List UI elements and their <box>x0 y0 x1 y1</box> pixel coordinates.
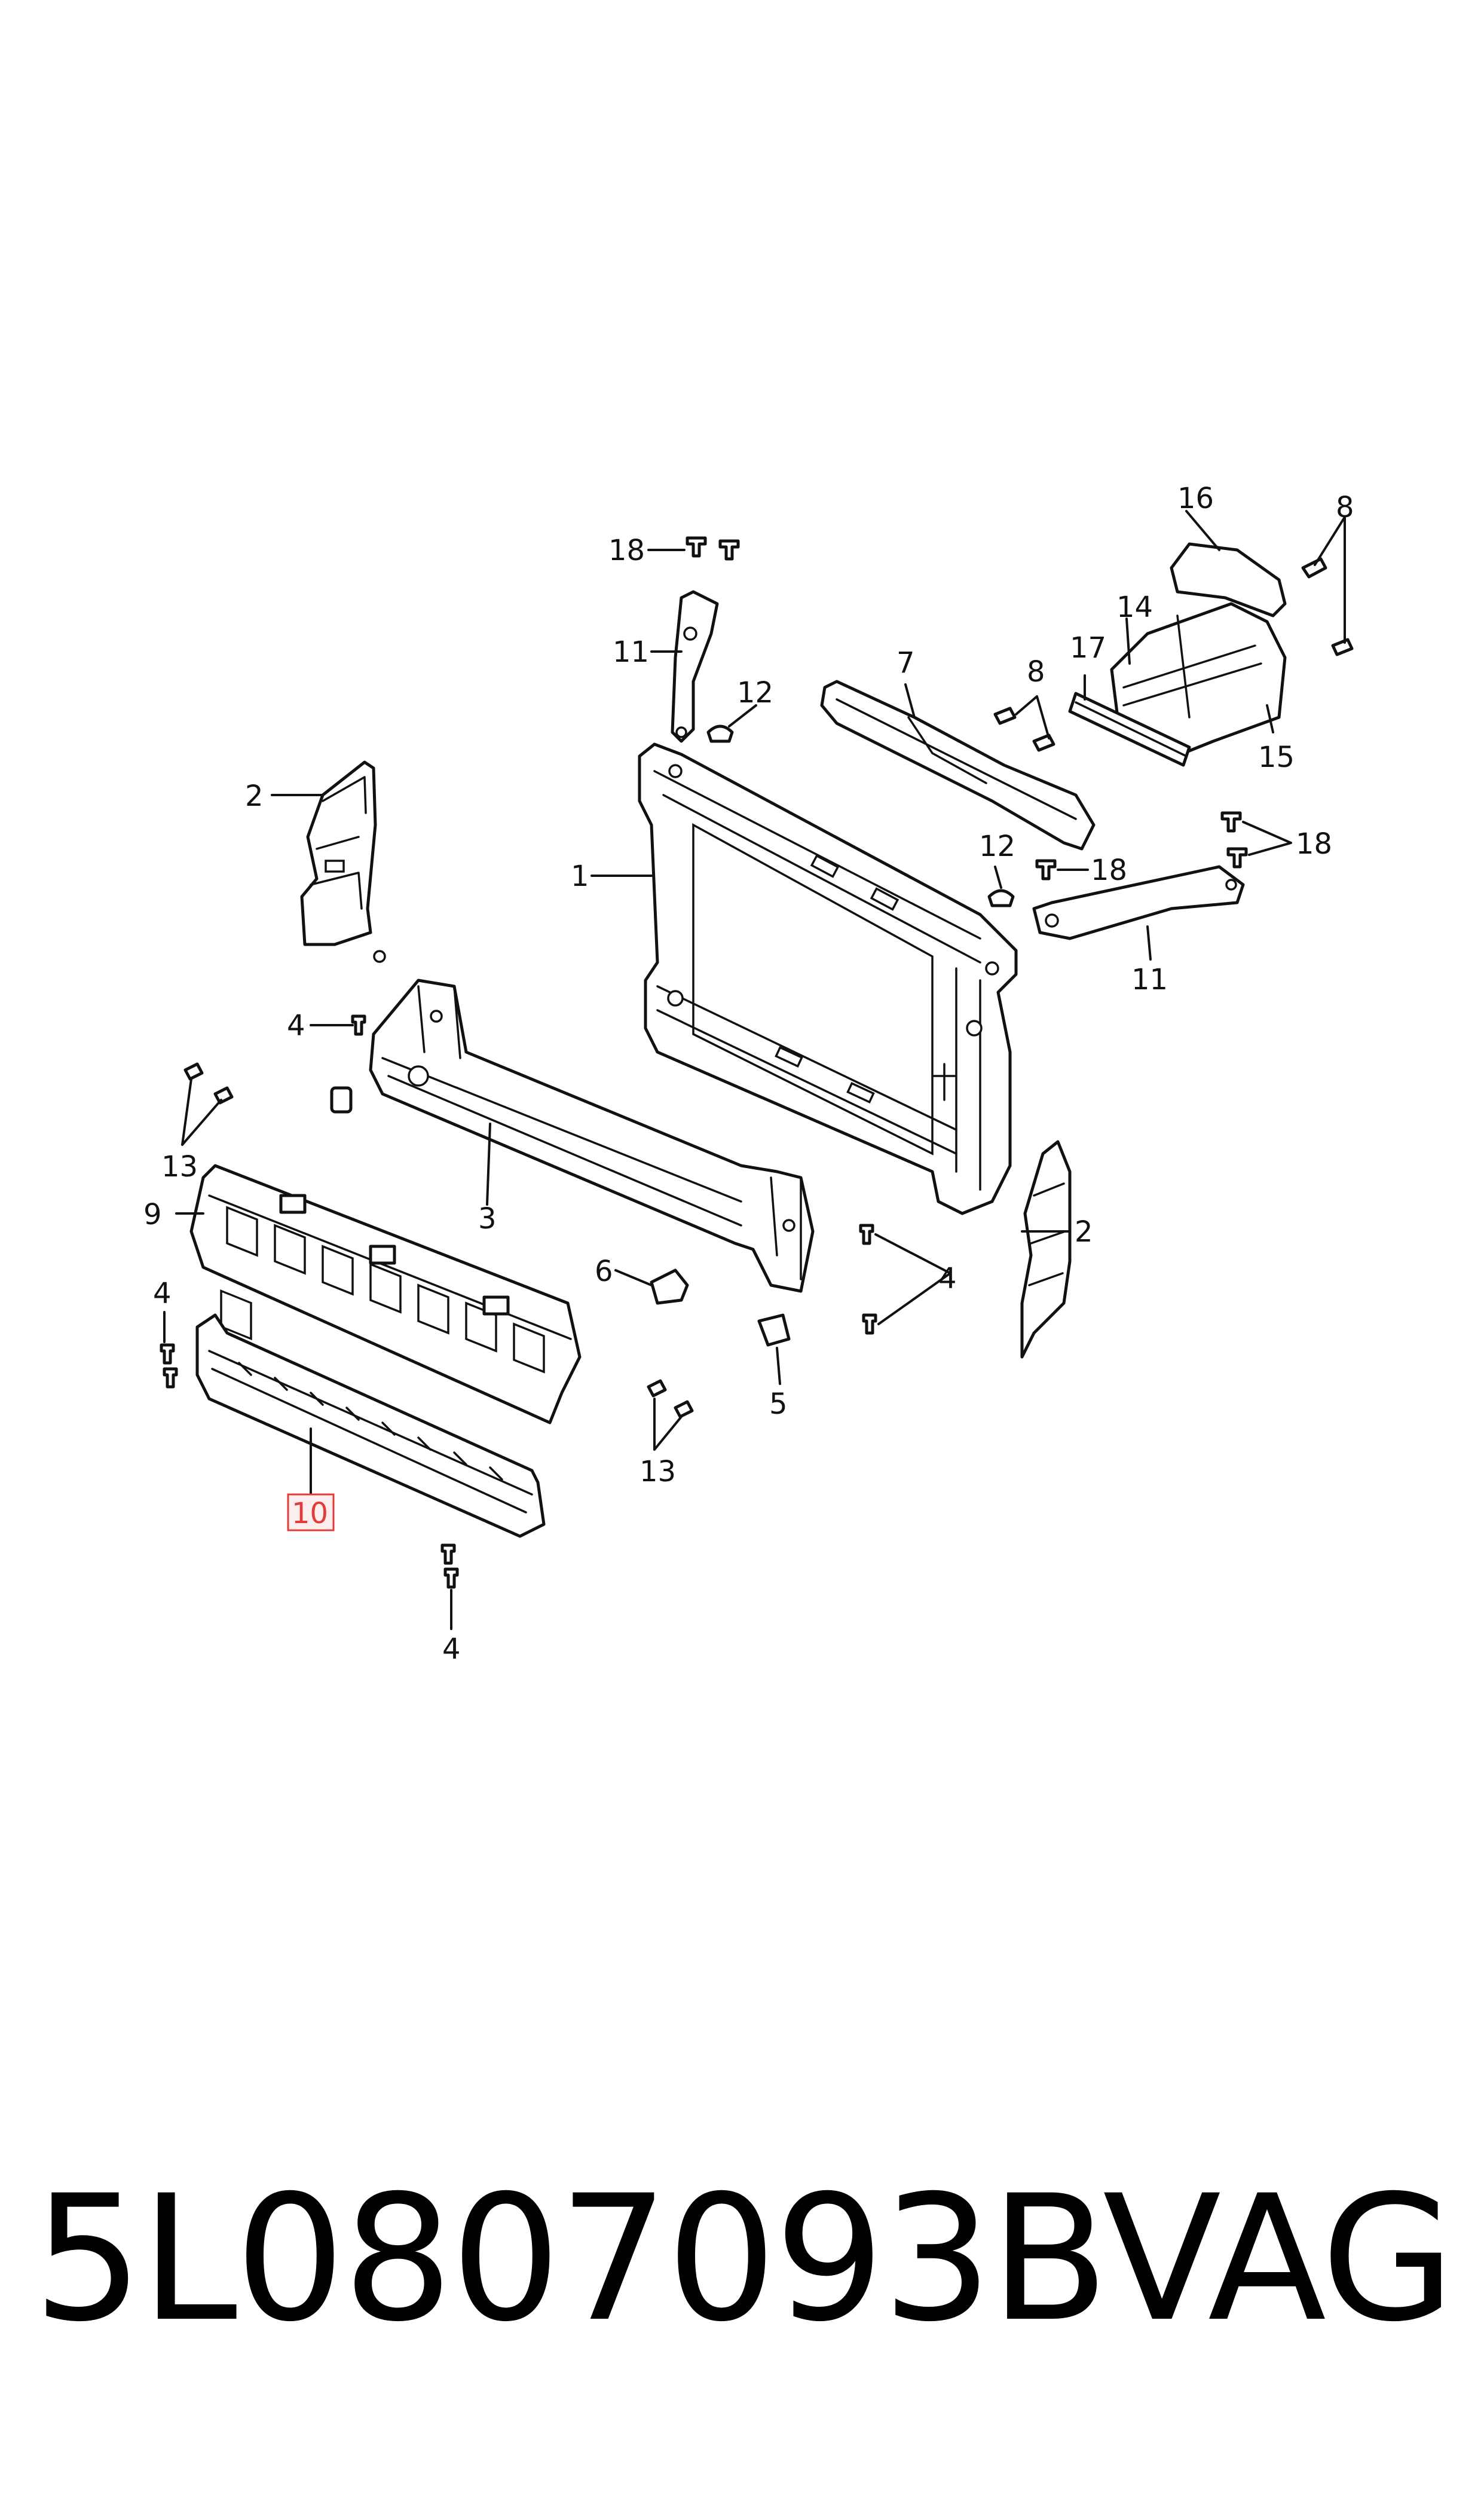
callout-3: 3 <box>478 1202 497 1236</box>
callout-14: 14 <box>1116 591 1153 624</box>
impact-bar <box>369 979 815 1293</box>
air-guide-left <box>300 760 386 963</box>
callout-2-right: 2 <box>1075 1215 1093 1249</box>
callout-18-mid: 18 <box>1091 854 1127 887</box>
callout-10: 10 <box>292 1497 328 1530</box>
callout-5: 5 <box>769 1387 788 1421</box>
callout-1: 1 <box>571 860 589 893</box>
plug-right <box>987 889 1015 907</box>
callout-4-right: 4 <box>938 1262 957 1295</box>
highlight-box <box>287 1493 335 1531</box>
callout-17: 17 <box>1070 631 1106 665</box>
air-duct-assembly <box>1068 542 1287 767</box>
callout-18-top: 18 <box>608 534 645 567</box>
plug-left <box>706 724 734 743</box>
callout-9: 9 <box>143 1198 162 1231</box>
callout-13-left: 13 <box>161 1150 198 1184</box>
callout-15: 15 <box>1258 741 1295 774</box>
callout-16: 16 <box>1177 482 1214 515</box>
callout-4-left: 4 <box>153 1277 172 1310</box>
air-guide-right <box>1020 1140 1072 1359</box>
callout-7: 7 <box>896 646 915 680</box>
exploded-view-drawing: 1 2 2 3 4 4 4 4 5 6 7 8 8 9 10 11 11 12 … <box>143 482 1354 1666</box>
upper-cross-member <box>820 680 1096 851</box>
callout-8-top: 8 <box>1336 491 1354 524</box>
leader-lines <box>163 510 1346 1630</box>
grille <box>189 1164 582 1424</box>
callout-13-right: 13 <box>640 1455 676 1488</box>
callout-4-bar: 4 <box>287 1009 305 1043</box>
lower-deflector <box>195 1313 546 1538</box>
callout-18-right: 18 <box>1296 827 1332 861</box>
callout-2-left: 2 <box>245 779 264 813</box>
lock-carrier <box>638 742 1018 1215</box>
callout-6: 6 <box>595 1255 613 1288</box>
callout-11-right: 11 <box>1131 963 1168 996</box>
callout-11-left: 11 <box>613 635 649 669</box>
callout-12-left: 12 <box>737 676 773 710</box>
support-bracket-left <box>671 590 719 743</box>
support-brace-right <box>1032 865 1245 940</box>
brand-name: VAG <box>1103 2159 1455 2360</box>
callout-12-right: 12 <box>979 830 1015 863</box>
callout-8-mid: 8 <box>1027 655 1045 689</box>
callout-4-bottom: 4 <box>442 1633 461 1666</box>
part-number: 5L0807093B <box>33 2159 1109 2360</box>
callout-labels: 1 2 2 3 4 4 4 4 5 6 7 8 8 9 10 11 11 12 … <box>143 482 1354 1666</box>
fasteners <box>160 536 1354 1589</box>
